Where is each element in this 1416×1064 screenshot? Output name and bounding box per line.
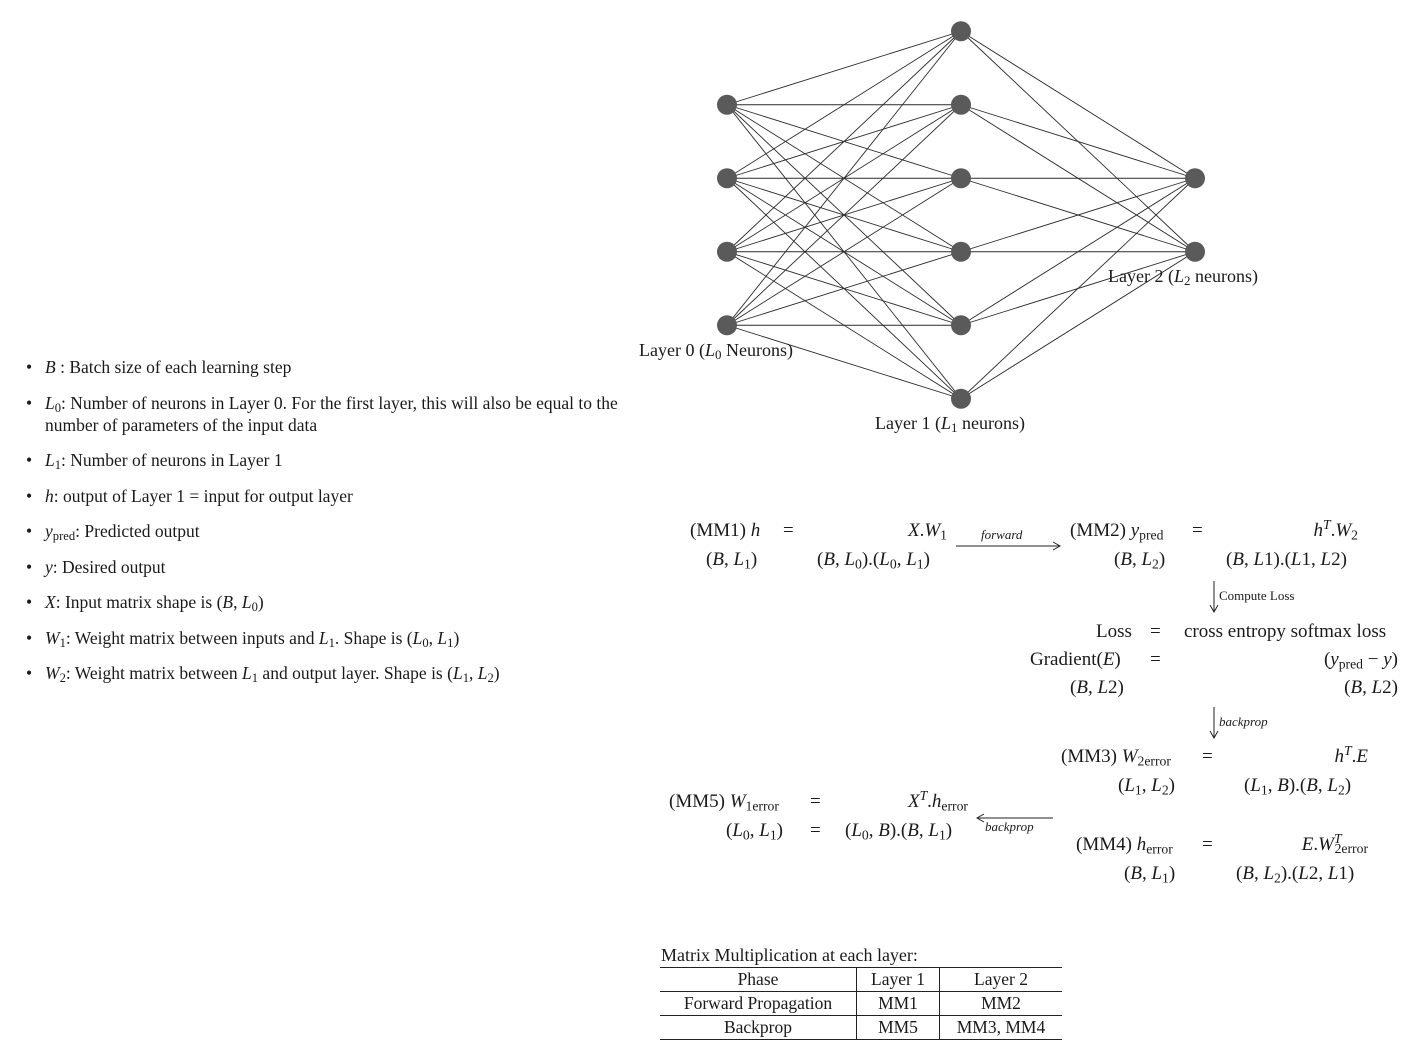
mm4-rhs: E.WT2error — [1301, 831, 1368, 857]
mm4-lhs-shape: (B, L1) — [1124, 863, 1176, 886]
forward-arrow — [956, 541, 1062, 551]
backprop-down-label: backprop — [1219, 714, 1268, 729]
layer1-label: Layer 1 (L1 neurons) — [875, 413, 1025, 436]
definition-item: h: output of Layer 1 = input for output … — [26, 485, 626, 507]
mm3-eq: = — [1202, 746, 1213, 767]
neuron-layer2 — [1185, 241, 1205, 262]
network-edge — [960, 177, 1196, 400]
mm3-lhs-shape: (L1, L2) — [1118, 775, 1175, 798]
neuron-layer1 — [951, 168, 971, 189]
cell-layer2: MM2 — [939, 991, 1062, 1016]
mm1-rhs: X.W1 — [907, 520, 947, 543]
network-edge — [726, 104, 962, 326]
mm3-rhs-shape: (L1, B).(B, L2) — [1244, 775, 1352, 798]
header-phase: Phase — [737, 969, 779, 989]
mm1-lhs: (MM1) h — [690, 520, 761, 541]
backprop-left-arrow — [975, 813, 1053, 823]
network-edge — [960, 251, 1196, 400]
neuron-layer0 — [717, 168, 737, 189]
cell-layer2: MM3, MM4 — [939, 1015, 1062, 1040]
layer0-label: Layer 0 (L0 Neurons) — [639, 340, 793, 363]
loss-eq: = — [1150, 621, 1161, 642]
network-edge — [726, 30, 962, 106]
mm1-eq: = — [783, 520, 794, 541]
mm5-eq2: = — [810, 820, 821, 841]
definition-item: L1: Number of neurons in Layer 1 — [26, 449, 626, 471]
mm3-lhs: (MM3) W2error — [1061, 746, 1171, 769]
definition-item: y: Desired output — [26, 556, 626, 578]
header-layer1: Layer 1 — [856, 967, 940, 992]
neuron-layer0 — [717, 315, 737, 336]
forward-label: forward — [981, 527, 1023, 542]
network-edge — [726, 324, 962, 400]
network-edge — [960, 177, 1196, 326]
network-edge — [726, 177, 962, 326]
network-edge — [726, 30, 962, 326]
cell-layer1: MM1 — [856, 991, 940, 1016]
table-row: Backprop MM5 MM3, MM4 — [660, 1015, 1062, 1040]
gradient-rhs-shape: (B, L2) — [1344, 677, 1398, 698]
network-edge — [726, 30, 962, 179]
network-edges — [726, 30, 1196, 400]
neural-network-diagram — [717, 21, 1205, 409]
network-edge — [960, 177, 1196, 253]
mm5-rhs-shape: (L0, B).(B, L1) — [845, 820, 953, 843]
definition-item: ypred: Predicted output — [26, 520, 626, 542]
definition-item: W2: Weight matrix between L1 and output … — [26, 662, 626, 684]
neuron-layer2 — [1185, 168, 1205, 189]
mm5-rhs: XT.herror — [907, 788, 968, 814]
neuron-layer1 — [951, 315, 971, 336]
mm2-lhs-shape: (B, L2) — [1114, 549, 1166, 572]
mm2-rhs: hT.W2 — [1313, 517, 1358, 543]
mm2-eq: = — [1192, 520, 1203, 541]
layer2-label: Layer 2 (L2 neurons) — [1108, 266, 1258, 289]
table-title: Matrix Multiplication at each layer: — [661, 945, 918, 965]
backprop-down-arrow — [1209, 707, 1219, 740]
definition-item: B : Batch size of each learning step — [26, 356, 626, 378]
mm5-eq: = — [810, 791, 821, 812]
mm1-rhs-shape: (B, L0).(L0, L1) — [817, 549, 930, 572]
mm5-lhs-shape: (L0, L1) — [726, 820, 783, 843]
gradient-lhs: Gradient(E) — [1030, 649, 1121, 670]
definition-item: W1: Weight matrix between inputs and L1.… — [26, 627, 626, 649]
mm2-lhs: (MM2) ypred — [1070, 520, 1164, 543]
mm3-rhs: hT.E — [1334, 743, 1368, 767]
cell-phase: Forward Propagation — [683, 993, 833, 1013]
cell-layer1: MM5 — [856, 1015, 940, 1040]
cell-phase: Backprop — [723, 1017, 793, 1037]
network-edge — [960, 30, 1196, 179]
neuron-layer0 — [717, 241, 737, 262]
compute-loss-label: Compute Loss — [1219, 588, 1295, 603]
table-header-row: Phase Layer 1 Layer 2 — [660, 967, 1062, 992]
loss-lhs: Loss — [1096, 621, 1132, 642]
network-edge — [726, 30, 962, 253]
network-edge — [726, 251, 962, 326]
mm-table: Phase Layer 1 Layer 2 Forward Propagatio… — [660, 967, 1062, 1040]
network-edge — [960, 104, 1196, 179]
neuron-layer1 — [951, 94, 971, 115]
compute-loss-arrow — [1209, 581, 1219, 614]
neuron-layer1 — [951, 21, 971, 42]
mm5-lhs: (MM5) W1error — [669, 791, 779, 814]
header-layer2: Layer 2 — [939, 967, 1062, 992]
definition-item: L0: Number of neurons in Layer 0. For th… — [26, 392, 626, 436]
network-nodes — [717, 21, 1205, 409]
neuron-layer1 — [951, 388, 971, 409]
definitions-list: B : Batch size of each learning stepL0: … — [26, 356, 626, 698]
neuron-layer0 — [717, 94, 737, 115]
gradient-rhs: (ypred − y) — [1323, 649, 1398, 672]
gradient-eq: = — [1150, 649, 1161, 670]
mm4-eq: = — [1202, 834, 1213, 855]
neuron-layer1 — [951, 241, 971, 262]
backprop-left-label: backprop — [985, 819, 1034, 834]
gradient-lhs-shape: (B, L2) — [1070, 677, 1124, 698]
definition-item: X: Input matrix shape is (B, L0) — [26, 591, 626, 613]
mm4-rhs-shape: (B, L2).(L2, L1) — [1236, 863, 1355, 886]
table-row: Forward Propagation MM1 MM2 — [660, 991, 1062, 1016]
mm1-lhs-shape: (B, L1) — [706, 549, 758, 572]
mm2-rhs-shape: (B, L1).(L1, L2) — [1226, 549, 1347, 570]
mm4-lhs: (MM4) herror — [1076, 834, 1173, 857]
loss-rhs: cross entropy softmax loss — [1184, 621, 1387, 642]
